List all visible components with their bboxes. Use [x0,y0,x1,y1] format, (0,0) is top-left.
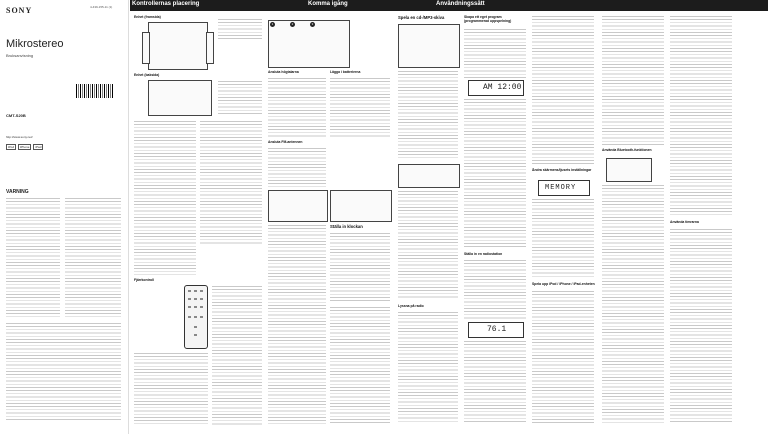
start-text [268,224,326,424]
step-1-icon: 1 [270,22,275,27]
display-text [532,198,594,278]
product-title: Mikrostereo [6,38,64,50]
header-anvandning: Användningssätt [436,1,485,7]
cd-notes [398,190,458,300]
section-batteries: Lägga i batterierna [330,70,361,74]
remote-drawing [184,285,208,349]
compat-logos: iPod iPhone iPad [6,144,44,150]
cd-insert-drawing [398,24,460,68]
section-play-cd: Spela en cd-/MP3-skiva [398,15,445,20]
program-steps [464,98,526,248]
ipad-logo: iPad [33,144,44,150]
section-clock: Ställa in klockan [330,224,363,229]
batteries-text [330,77,390,137]
sleep-text [330,306,390,424]
section-tuner: Lyssna på radio [398,304,424,308]
section-display: Ändra skärmens/ljusets inställningar [532,168,592,172]
section-antenna: Ansluta FM-antennen [268,140,303,144]
section-remote: Fjärrkontroll [134,278,154,282]
speakers-text [268,77,326,137]
speaker-right [206,32,214,64]
bluetooth-drawing [606,158,652,182]
warning-heading: VARNING [6,189,29,195]
timer-text [670,15,732,215]
presets-text [532,15,594,165]
cover-column: SONY 4-439-155-11 (1) Mikrostereo Bruksa… [0,0,129,434]
display-memory: MEMORY [538,180,590,196]
program-text [464,28,526,78]
model-code: 4-439-155-11 (1) [90,5,113,9]
controls-text-a [134,120,196,275]
ipod-dock-drawing [268,190,328,222]
bluetooth-text [602,184,664,424]
clock-diagram [330,190,392,222]
barcode [76,84,114,98]
section-station: Ställa in en radiostation [464,252,503,256]
manual-subtitle: Bruksanvisning [6,53,34,58]
section-speakers: Ansluta högtalarna [268,70,299,74]
section-ipod: Spela upp iPod / iPhone / iPad-enheten [532,282,595,286]
disposal-text [6,322,121,422]
warning-text-2 [65,197,121,317]
section-back: Enhet (baksida) [134,73,160,77]
section-bluetooth: Använda Bluetooth-funktionen [602,148,652,152]
step-3-icon: 3 [310,22,315,27]
display-freq: 76.1 [468,322,524,338]
antenna-text [268,147,326,187]
unit-back-drawing [148,80,212,116]
station-notes [464,340,526,424]
section-front: Enhet (framsida) [134,15,161,19]
section-timer: Använda timrarna [670,220,699,224]
station-text [464,259,526,319]
unit-front-drawing [148,22,208,70]
header-strip: Kontrollernas placering Komma igång Anvä… [130,0,768,11]
sony-url: http://www.sony.net/ [6,135,33,139]
ipod-text [532,290,594,424]
connection-diagram [268,20,350,68]
brand-logo: SONY [6,6,33,15]
front-callouts [218,18,262,40]
play-cd-text [398,70,458,160]
step-2-icon: 2 [290,22,295,27]
model-number: CMT-S20B [6,113,26,118]
tuner-text [398,311,458,424]
timer-text-2 [670,228,732,424]
warning-text [6,197,60,317]
display-clock: AM 12:00 [468,80,524,96]
ipod-logo: iPod [6,144,17,150]
controls-text-b [200,120,262,245]
header-komma-igang: Komma igång [308,1,348,7]
clock-text [330,232,390,302]
remote-notes [134,352,208,426]
cd-keys-table [398,164,460,188]
speaker-left [142,32,150,64]
header-kontroller: Kontrollernas placering [132,1,200,7]
back-callouts [218,80,262,114]
remote-text [212,285,262,425]
iphone-logo: iPhone [18,144,32,150]
charge-text [602,15,664,145]
section-program: Skapa ett eget program (programmerad upp… [464,15,512,23]
